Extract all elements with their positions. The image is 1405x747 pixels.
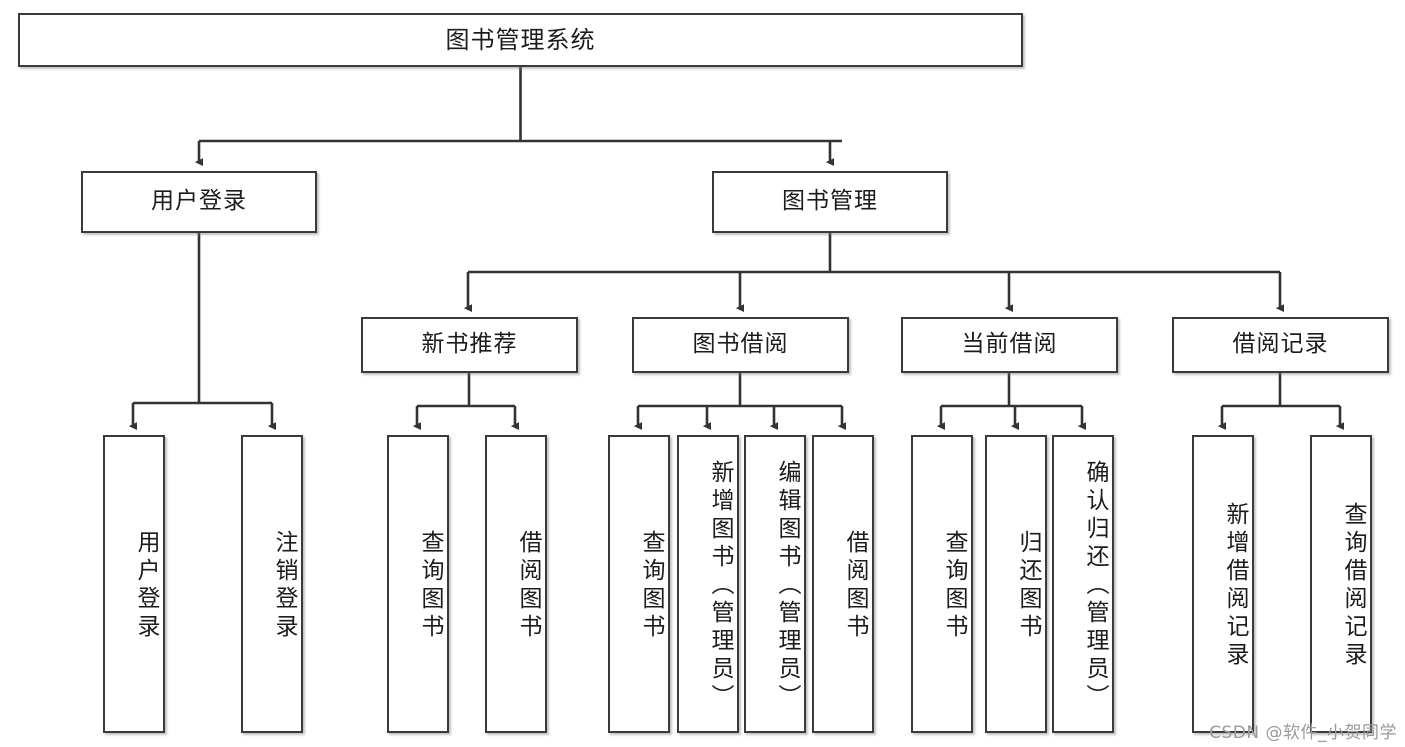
node-leaf-add-record[interactable]: 新增借阅记录 (1192, 435, 1254, 733)
node-borrow-record-label: 借阅记录 (1232, 331, 1329, 358)
node-leaf-return-book[interactable]: 归还图书 (985, 435, 1047, 733)
node-leaf-confirm-return[interactable]: 确认归还（管理员） (1052, 435, 1114, 733)
node-root[interactable]: 图书管理系统 (18, 13, 1023, 67)
node-leaf-query-book-3[interactable]: 查询图书 (911, 435, 973, 733)
node-leaf-borrow-book-2[interactable]: 借阅图书 (812, 435, 874, 733)
node-current-borrow-label: 当前借阅 (961, 331, 1058, 358)
node-leaf-query-book-1[interactable]: 查询图书 (387, 435, 449, 733)
node-leaf-query-record-label: 查询借阅记录 (1340, 502, 1366, 670)
node-user-login-label: 用户登录 (151, 188, 247, 215)
node-leaf-return-book-label: 归还图书 (1015, 530, 1041, 642)
node-new-book-recommend[interactable]: 新书推荐 (361, 317, 578, 373)
node-new-book-recommend-label: 新书推荐 (421, 331, 518, 358)
node-root-label: 图书管理系统 (445, 25, 596, 54)
node-book-manage-label: 图书管理 (782, 188, 878, 215)
node-leaf-edit-book-label: 编辑图书（管理员） (774, 460, 800, 712)
node-book-manage[interactable]: 图书管理 (712, 171, 948, 233)
node-leaf-add-record-label: 新增借阅记录 (1222, 502, 1248, 670)
node-borrow-record[interactable]: 借阅记录 (1172, 317, 1389, 373)
node-book-borrow-label: 图书借阅 (692, 331, 789, 358)
node-leaf-borrow-book-2-label: 借阅图书 (842, 530, 868, 642)
node-leaf-borrow-book-1-label: 借阅图书 (515, 530, 541, 642)
node-leaf-logout[interactable]: 注销登录 (241, 435, 303, 733)
node-leaf-user-login-label: 用户登录 (133, 530, 159, 642)
node-leaf-user-login[interactable]: 用户登录 (103, 435, 165, 733)
node-leaf-query-book-1-label: 查询图书 (417, 530, 443, 642)
node-leaf-query-record[interactable]: 查询借阅记录 (1310, 435, 1372, 733)
node-leaf-add-book[interactable]: 新增图书（管理员） (677, 435, 739, 733)
node-leaf-borrow-book-1[interactable]: 借阅图书 (485, 435, 547, 733)
node-leaf-edit-book[interactable]: 编辑图书（管理员） (744, 435, 806, 733)
watermark: CSDN @软件_小贺同学 (1209, 723, 1397, 743)
node-leaf-query-book-2-label: 查询图书 (638, 530, 664, 642)
node-book-borrow[interactable]: 图书借阅 (632, 317, 849, 373)
node-leaf-query-book-3-label: 查询图书 (941, 530, 967, 642)
node-leaf-confirm-return-label: 确认归还（管理员） (1082, 460, 1108, 712)
node-leaf-logout-label: 注销登录 (271, 530, 297, 642)
node-leaf-add-book-label: 新增图书（管理员） (707, 460, 733, 712)
node-current-borrow[interactable]: 当前借阅 (901, 317, 1118, 373)
node-leaf-query-book-2[interactable]: 查询图书 (608, 435, 670, 733)
node-user-login[interactable]: 用户登录 (81, 171, 317, 233)
